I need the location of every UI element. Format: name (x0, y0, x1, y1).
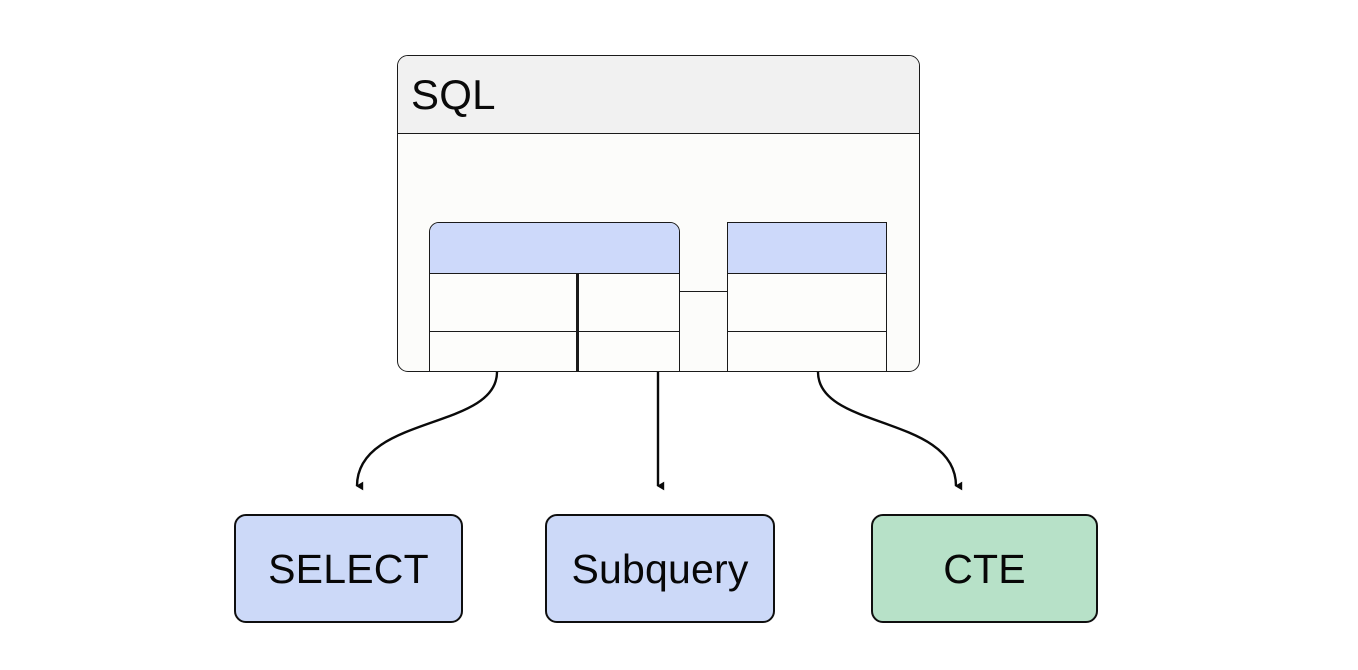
table-glyph-right-header (728, 223, 886, 274)
node-cte[interactable]: CTE (871, 514, 1098, 623)
sql-node-title: SQL (411, 71, 496, 118)
table-glyph-left-header (430, 223, 679, 274)
edge-sql-to-cte (816, 371, 963, 491)
node-subquery-label: Subquery (571, 545, 749, 592)
node-select-label: SELECT (268, 545, 429, 592)
node-subquery[interactable]: Subquery (545, 514, 775, 623)
table-glyph-left-column-divider (576, 274, 579, 371)
sql-node-header: SQL (398, 56, 919, 134)
node-cte-label: CTE (943, 545, 1026, 592)
table-glyph-right (727, 222, 887, 371)
table-glyph-left-row-divider (430, 331, 679, 332)
sql-container-node[interactable]: SQL (397, 55, 920, 372)
edge-sql-to-select (355, 371, 499, 491)
table-relationship-line (680, 291, 727, 292)
table-glyph-left (429, 222, 680, 371)
table-glyph-right-row-divider (728, 331, 886, 332)
node-select[interactable]: SELECT (234, 514, 463, 623)
sql-node-body (398, 134, 919, 371)
